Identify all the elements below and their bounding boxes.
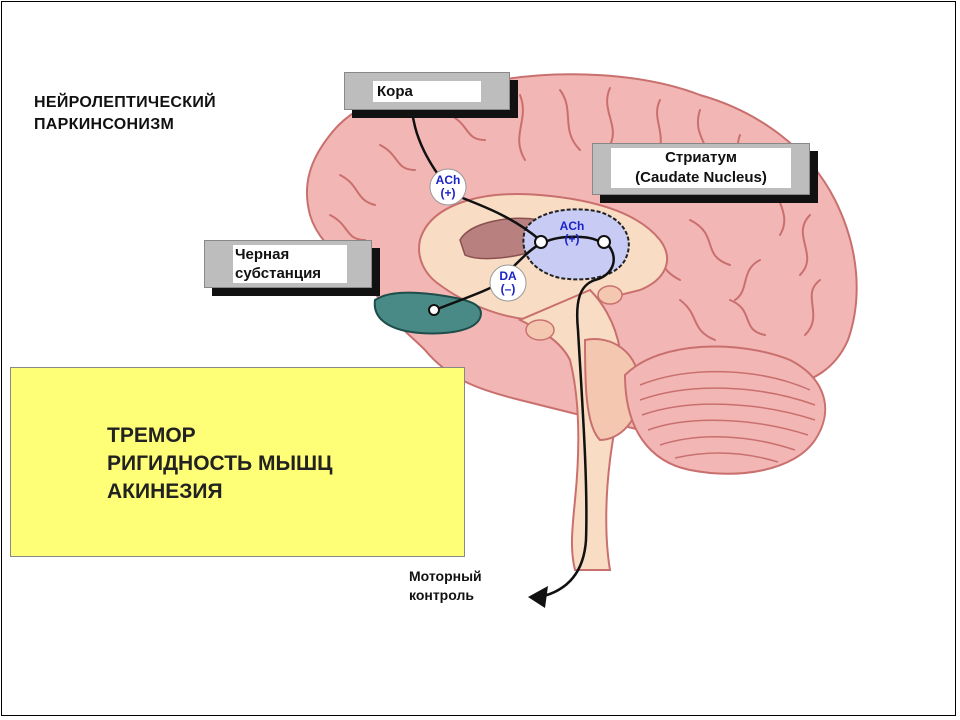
ach-cortex-sign: (+) (440, 186, 456, 200)
nigra-label-line-1: Черная (233, 245, 347, 264)
symptom-tremor: ТРЕМОР (107, 424, 196, 447)
ach-striatum-sign: (+) (564, 232, 580, 246)
nigra-label-box: Черная субстанция (204, 240, 372, 288)
striatum-label-line-2: (Caudate Nucleus) (611, 168, 791, 188)
ach-cortex-tag: ACh (+) (430, 174, 466, 200)
cortex-label-box: Кора (344, 72, 510, 110)
ach-cortex-name: ACh (435, 173, 461, 187)
motor-arrow-head (528, 586, 548, 608)
title-line-2: ПАРКИНСОНИЗМ (34, 116, 175, 133)
da-sign: (–) (500, 282, 516, 296)
striatum-highlight (522, 208, 630, 281)
ach-striatum-name: ACh (559, 219, 585, 233)
ach-cortex-bubble (429, 168, 467, 206)
motor-label-line-2: контроль (409, 587, 474, 603)
symptoms-box: ТРЕМОР РИГИДНОСТЬ МЫШЦ АКИНЕЗИЯ (10, 367, 465, 557)
nigra-label-line-2: субстанция (233, 264, 347, 283)
nigra-terminal (428, 304, 440, 316)
da-name: DA (499, 269, 517, 283)
ach-striatum-tag: ACh (+) (554, 220, 590, 246)
pineal-shape (597, 285, 623, 305)
pituitary-shape (525, 319, 555, 341)
symptom-akinesia: АКИНЕЗИЯ (107, 480, 223, 503)
cortex-label: Кора (373, 81, 481, 102)
pons-shape (583, 338, 642, 442)
title-line-1: НЕЙРОЛЕПТИЧЕСКИЙ (34, 94, 216, 111)
motor-control-label: Моторный контроль (409, 567, 482, 605)
striatum-terminal-right (597, 235, 611, 249)
da-tag: DA (–) (490, 270, 526, 296)
striatum-label-box: Стриатум (Caudate Nucleus) (592, 143, 810, 195)
striatum-label-line-1: Стриатум (611, 148, 791, 168)
motor-label-line-1: Моторный (409, 568, 482, 584)
striatum-terminal-left (534, 235, 548, 249)
diagram-title: НЕЙРОЛЕПТИЧЕСКИЙ ПАРКИНСОНИЗМ (34, 92, 216, 136)
da-bubble (489, 264, 527, 302)
symptom-rigidity: РИГИДНОСТЬ МЫШЦ (107, 452, 333, 475)
cerebellum-shape (623, 345, 827, 475)
